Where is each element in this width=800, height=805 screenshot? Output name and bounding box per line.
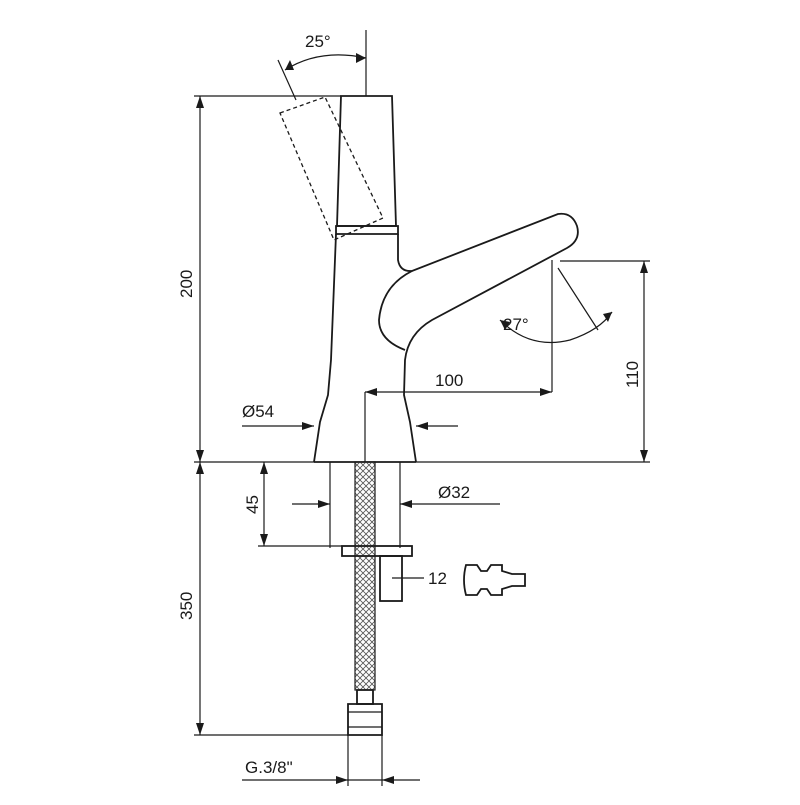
dim-shank-length: 45 [243,462,342,547]
connection-nut [347,703,383,736]
dim-hose-length: 350 [177,462,348,736]
connection-thread-label: G.3/8" [245,758,293,777]
lever-handle-rotated [279,96,384,241]
dim-spout-angle: 27° [499,260,613,392]
spout-angle-label: 27° [503,315,529,334]
handle-collar [335,225,399,235]
dim-total-height: 200 [177,95,341,463]
dim-handle-angle: 25° [277,30,367,101]
shank-assembly [329,461,413,736]
hose-ferrule [356,689,374,705]
spout-reach-label: 100 [435,371,463,390]
dim-wrench-size: 12 [392,564,526,596]
faucet-body [279,95,579,463]
lever-handle [336,95,397,227]
braided-hose [354,461,376,691]
shank-length-label: 45 [243,495,262,514]
body-spout-outline [397,212,579,463]
spout-underside [378,270,413,351]
spout-height-label: 110 [623,361,642,388]
dim-spout-height: 110 [416,260,650,463]
dim-spout-reach: 100 [365,371,552,396]
dim-base-diameter: Ø54 [242,402,458,430]
dim-connection-thread: G.3/8" [242,735,420,786]
body-column [313,233,337,463]
shank-diameter-label: Ø32 [438,483,470,502]
total-height-label: 200 [177,270,196,298]
dim-shank-diameter: Ø32 [292,483,500,508]
fixing-nut [341,545,413,557]
base-diameter-label: Ø54 [242,402,274,421]
hose-length-label: 350 [177,592,196,620]
handle-angle-label: 25° [305,32,331,51]
wrench-size-label: 12 [428,569,447,588]
wrench-icon [463,564,526,596]
